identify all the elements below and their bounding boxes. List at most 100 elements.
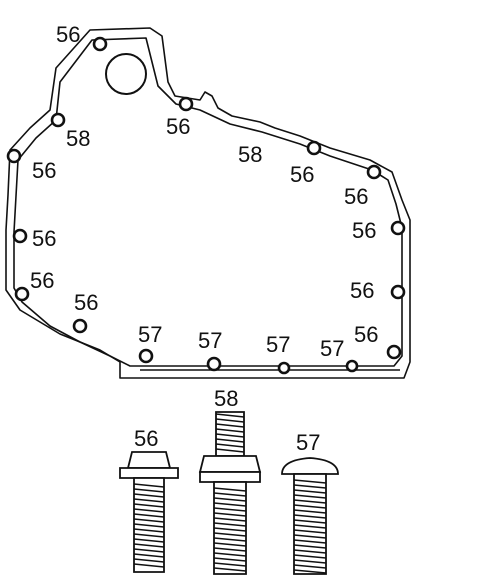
bolt-hole bbox=[138, 348, 154, 364]
cover-label: 58 bbox=[66, 126, 90, 151]
thread-line bbox=[213, 492, 247, 497]
cover-label: 56 bbox=[344, 184, 368, 209]
bolt-threads bbox=[293, 479, 327, 574]
bolt-hole bbox=[390, 220, 406, 236]
cover-label: 57 bbox=[138, 322, 162, 347]
boss-circle bbox=[105, 53, 147, 95]
bolt-head bbox=[126, 451, 172, 469]
thread-line bbox=[293, 554, 327, 559]
thread-line bbox=[293, 534, 327, 539]
thread-line bbox=[133, 488, 165, 493]
bolt-hole bbox=[277, 361, 291, 375]
thread-line bbox=[293, 524, 327, 529]
thread-line bbox=[215, 428, 245, 433]
thread-line bbox=[133, 523, 165, 528]
thread-line bbox=[293, 539, 327, 544]
bolt-hole bbox=[386, 344, 402, 360]
thread-line bbox=[293, 509, 327, 514]
bolt-label: 57 bbox=[296, 430, 320, 455]
cover-label: 56 bbox=[74, 290, 98, 315]
thread-line bbox=[133, 518, 165, 523]
thread-line bbox=[213, 562, 247, 567]
thread-line bbox=[133, 503, 165, 508]
bolt-hole bbox=[206, 356, 222, 372]
bolt-hole bbox=[92, 36, 108, 52]
bolt-57-round-head: 57 bbox=[281, 430, 339, 575]
bolt-hole bbox=[14, 286, 30, 302]
thread-line bbox=[215, 418, 245, 423]
thread-line bbox=[213, 567, 247, 572]
thread-line bbox=[293, 494, 327, 499]
bolt-hole bbox=[6, 148, 22, 164]
thread-line bbox=[213, 552, 247, 557]
thread-line bbox=[293, 519, 327, 524]
thread-line bbox=[215, 433, 245, 438]
bolt-flange bbox=[119, 467, 179, 479]
thread-line bbox=[215, 438, 245, 443]
thread-line bbox=[133, 533, 165, 538]
thread-line bbox=[133, 508, 165, 513]
bolt-hole bbox=[12, 228, 28, 244]
thread-line bbox=[133, 493, 165, 498]
thread-line bbox=[215, 413, 245, 418]
thread-line bbox=[133, 483, 165, 488]
bolt-58-stud-hex: 58 bbox=[198, 386, 262, 575]
cover-label: 57 bbox=[198, 328, 222, 353]
cover-label: 57 bbox=[266, 332, 290, 357]
bolt-label: 56 bbox=[134, 426, 158, 451]
thread-line bbox=[293, 514, 327, 519]
cover-label: 56 bbox=[32, 158, 56, 183]
bolt-threads bbox=[213, 487, 247, 572]
thread-line bbox=[293, 559, 327, 564]
thread-line bbox=[133, 528, 165, 533]
thread-line bbox=[293, 489, 327, 494]
thread-line bbox=[213, 512, 247, 517]
cover-label: 56 bbox=[30, 268, 54, 293]
thread-line bbox=[215, 423, 245, 428]
thread-line bbox=[213, 542, 247, 547]
bolt-hole bbox=[366, 164, 382, 180]
thread-line bbox=[213, 487, 247, 492]
bolt-hole bbox=[72, 318, 88, 334]
thread-line bbox=[133, 563, 165, 568]
thread-line bbox=[215, 443, 245, 448]
cover-label: 56 bbox=[354, 322, 378, 347]
thread-line bbox=[213, 502, 247, 507]
cover-label: 57 bbox=[320, 336, 344, 361]
cover-label: 56 bbox=[56, 22, 80, 47]
thread-line bbox=[293, 564, 327, 569]
bolt-head bbox=[281, 457, 339, 475]
thread-line bbox=[133, 498, 165, 503]
thread-line bbox=[213, 532, 247, 537]
bolt-hole bbox=[178, 96, 194, 112]
cover-label: 56 bbox=[352, 218, 376, 243]
bolt-threads bbox=[133, 483, 165, 568]
thread-line bbox=[213, 517, 247, 522]
thread-line bbox=[293, 544, 327, 549]
bolt-hole bbox=[345, 359, 359, 373]
thread-line bbox=[293, 484, 327, 489]
thread-line bbox=[293, 549, 327, 554]
thread-line bbox=[133, 538, 165, 543]
bolt-56-flange-hex: 56 bbox=[119, 426, 179, 573]
thread-line bbox=[133, 513, 165, 518]
thread-line bbox=[133, 558, 165, 563]
cover-label: 56 bbox=[32, 226, 56, 251]
thread-line bbox=[293, 479, 327, 484]
bolt-hole bbox=[50, 112, 66, 128]
thread-line bbox=[293, 569, 327, 574]
cover-labels: 56 58 56 58 56 56 56 56 56 56 56 56 56 5… bbox=[30, 22, 378, 361]
thread-line bbox=[213, 527, 247, 532]
thread-line bbox=[213, 522, 247, 527]
thread-line bbox=[133, 553, 165, 558]
thread-line bbox=[293, 499, 327, 504]
thread-line bbox=[293, 529, 327, 534]
bolt-hole bbox=[390, 284, 406, 300]
thread-line bbox=[213, 537, 247, 542]
thread-line bbox=[293, 504, 327, 509]
thread-line bbox=[215, 448, 245, 453]
bolt-holes bbox=[6, 36, 406, 375]
thread-line bbox=[213, 547, 247, 552]
cover-label: 58 bbox=[238, 142, 262, 167]
cover-label: 56 bbox=[290, 162, 314, 187]
